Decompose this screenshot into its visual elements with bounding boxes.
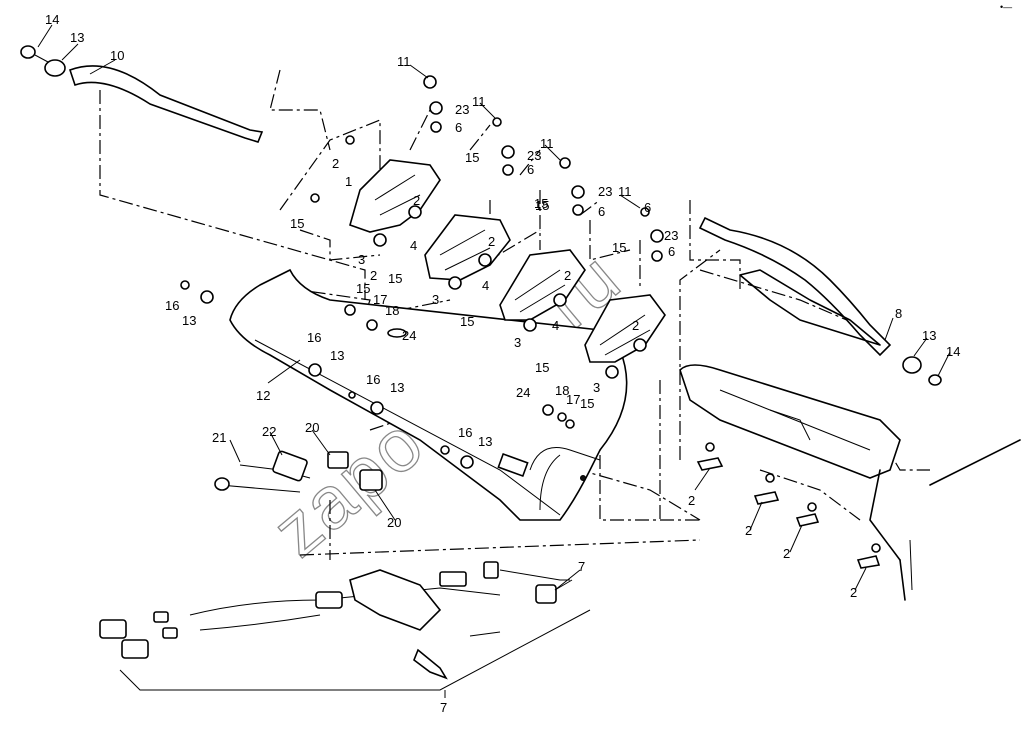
callout-label: 3	[593, 380, 600, 395]
callout-label: 20	[305, 420, 319, 435]
hardware	[180, 75, 881, 569]
callout-label: 12	[256, 388, 270, 403]
callout-label: 11	[472, 94, 486, 109]
callout-label: 23	[598, 184, 612, 199]
callout-label: 17	[566, 392, 580, 407]
callout-label: 15	[465, 150, 479, 165]
bracket-assembly-4	[584, 294, 666, 379]
bracket-assembly-3	[499, 249, 586, 332]
stabilizer-bar-left	[20, 45, 264, 143]
callout-label: 22	[262, 424, 276, 439]
callout-label: 18	[555, 383, 569, 398]
callout-label: 11	[618, 184, 632, 199]
callout-label: 2	[850, 585, 857, 600]
body-panel-right	[679, 269, 1021, 601]
callout-label: 15	[612, 240, 626, 255]
callout-label: 7	[440, 700, 447, 715]
callout-label: 13	[330, 348, 344, 363]
callout-label: 15	[356, 281, 370, 296]
callout-label: 6	[668, 244, 675, 259]
callout-label: 16	[165, 298, 179, 313]
callout-label: 2	[745, 523, 752, 538]
callout-label: 15	[290, 216, 304, 231]
callout-label: 15	[535, 198, 549, 213]
callout-label: 24	[516, 385, 530, 400]
callout-leaders	[37, 24, 951, 591]
callout-label: 6	[455, 120, 462, 135]
callout-label: 2	[413, 193, 420, 208]
callout-label: 1	[345, 174, 352, 189]
bracket-assembly-1	[349, 159, 441, 247]
callout-label: 3	[514, 335, 521, 350]
callout-label: 4	[552, 318, 559, 333]
callout-label: 8	[895, 306, 902, 321]
callout-label: 13	[478, 434, 492, 449]
callout-label: 13	[390, 380, 404, 395]
callout-label: 16	[366, 372, 380, 387]
callout-label: 23	[664, 228, 678, 243]
callout-label: 11	[540, 136, 554, 151]
callout-label: 2	[783, 546, 790, 561]
lamp-assembly-upper	[214, 450, 383, 493]
callout-label: 13	[182, 313, 196, 328]
callout-label: 4	[410, 238, 417, 253]
callout-label: 11	[397, 54, 411, 69]
callout-label: 2	[370, 268, 377, 283]
callout-label: 7	[578, 559, 585, 574]
callout-label: 3	[432, 292, 439, 307]
callout-label: 18	[385, 303, 399, 318]
corner-mark: •—	[1000, 2, 1012, 12]
callout-label: 2	[688, 493, 695, 508]
stabilizer-bar-right	[698, 216, 942, 386]
callout-label: 6	[598, 204, 605, 219]
callout-label: 2	[564, 268, 571, 283]
callout-label: 14	[946, 344, 960, 359]
callout-label: 15	[388, 271, 402, 286]
bracket-assembly-2	[424, 214, 511, 290]
lamp-assembly-lower	[99, 561, 557, 680]
callout-label: 15	[580, 396, 594, 411]
callout-label: 13	[70, 30, 84, 45]
callout-label: 2	[632, 318, 639, 333]
callout-label: 10	[110, 48, 124, 63]
callout-label: 2	[332, 156, 339, 171]
callout-label: 23	[527, 148, 541, 163]
callout-label: 15	[535, 360, 549, 375]
callout-label: 21	[212, 430, 226, 445]
callout-label: 15	[460, 314, 474, 329]
callout-label: 6	[644, 200, 651, 215]
callout-label: 4	[482, 278, 489, 293]
callout-label: 20	[387, 515, 401, 530]
callout-label: 23	[455, 102, 469, 117]
callout-label: 16	[307, 330, 321, 345]
callout-label: 6	[527, 162, 534, 177]
callout-label: 3	[358, 252, 365, 267]
callout-label: 24	[402, 328, 416, 343]
callout-label: 2	[488, 234, 495, 249]
callout-label: 16	[458, 425, 472, 440]
callout-label: 13	[922, 328, 936, 343]
callout-label: 15	[534, 196, 548, 211]
callout-label: 17	[373, 292, 387, 307]
callout-label: 14	[45, 12, 59, 27]
